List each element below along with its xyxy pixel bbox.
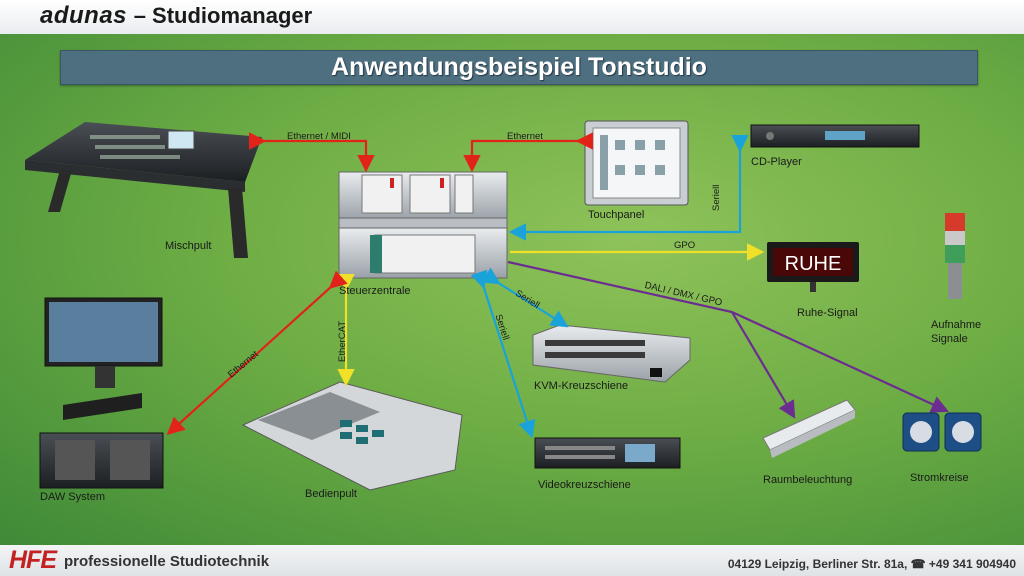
ruhe-signal-icon: RUHE: [767, 242, 859, 292]
seriell-video-connection: [470, 269, 536, 439]
videokreuzschiene-icon: [534, 437, 681, 469]
stack-light-icon: [945, 213, 965, 299]
mischpult-icon: [25, 122, 262, 258]
label-videokreuzschiene: Videokreuzschiene: [538, 479, 631, 491]
label-ruhe-signal: Ruhe-Signal: [797, 307, 858, 319]
daw-system-icon: [39, 297, 164, 489]
label-raumbeleuchtung: Raumbeleuchtung: [763, 474, 853, 486]
touchpanel-icon: [584, 120, 689, 206]
bedienpult-icon: [241, 381, 463, 491]
label-steuerzentrale: Steuerzentrale: [339, 285, 411, 297]
label-daw-system: DAW System: [40, 491, 105, 503]
kvm-icon: [532, 324, 691, 383]
label-cd-player: CD-Player: [751, 156, 802, 168]
stromkreise-icon: [902, 412, 982, 452]
ethernet-midi-connection: [248, 132, 375, 173]
page-title: Anwendungsbeispiel Tonstudio: [331, 53, 707, 81]
ethernet-daw-connection: [166, 270, 348, 435]
cd-player-icon: [750, 124, 920, 148]
label-bedienpult: Bedienpult: [305, 488, 357, 500]
raumbeleuchtung-icon: [762, 399, 856, 458]
label-touchpanel: Touchpanel: [588, 209, 645, 221]
footer-address: 04129 Leipzig, Berliner Str. 81a, ☎ +49 …: [727, 557, 1016, 571]
label-aufnahme-signale: Aufnahme Signale: [931, 319, 982, 345]
hfe-logo: HFE: [9, 546, 57, 574]
label-gpo: GPO: [674, 240, 696, 251]
adunas-logo: adunas: [40, 2, 128, 29]
header-bar: adunas – Studiomanager: [0, 0, 1024, 34]
label-stromkreise: Stromkreise: [910, 472, 969, 484]
label-kvm: KVM-Kreuzschiene: [534, 380, 629, 392]
brand-title: adunas – Studiomanager: [40, 2, 312, 30]
ethernet-touch-connection: [463, 132, 594, 173]
steuerzentrale-icon: [338, 171, 508, 279]
label-seriell-touch: Seriell: [711, 184, 722, 211]
header-title: – Studiomanager: [133, 3, 313, 28]
label-mischpult: Mischpult: [165, 240, 212, 252]
label-ethernet-touch: Ethernet: [507, 131, 543, 142]
ruhe-text: RUHE: [785, 253, 842, 275]
dali-branch-connection: [731, 311, 796, 419]
footer-bar: HFE professionelle Studiotechnik 04129 L…: [0, 545, 1024, 576]
label-ethernet-midi: Ethernet / MIDI: [287, 131, 351, 142]
label-ethercat: EtherCAT: [337, 320, 348, 362]
footer-tagline: professionelle Studiotechnik: [64, 553, 270, 570]
title-bar: Anwendungsbeispiel Tonstudio: [60, 50, 978, 85]
seriell-touch-connection: [508, 134, 749, 241]
